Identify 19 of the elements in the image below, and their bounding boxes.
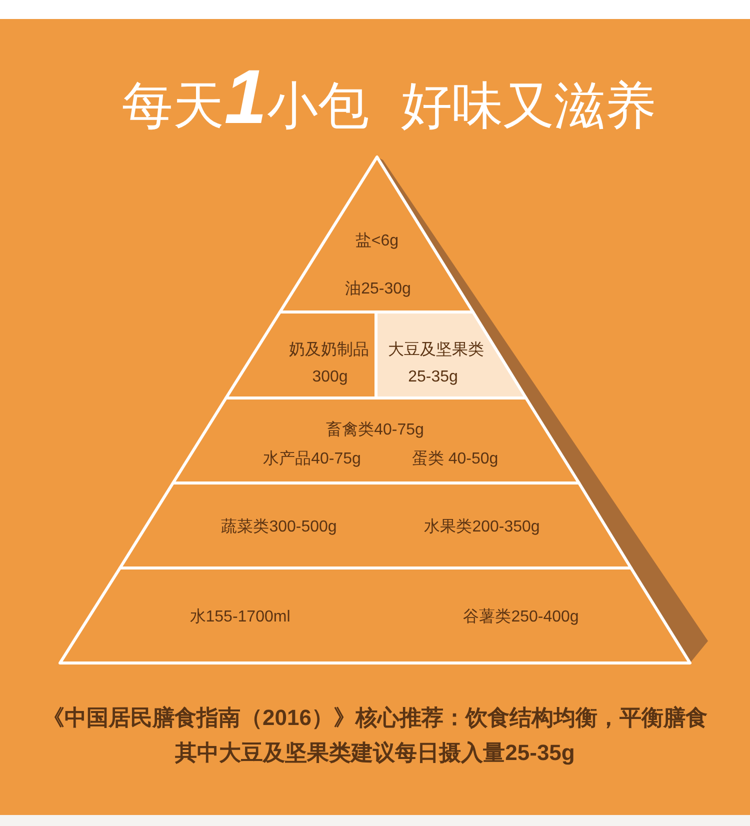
title: 每天1小包 好味又滋养: [121, 60, 657, 136]
pyramid-tier: [376, 312, 526, 398]
serving-label: 蛋类 40-50g: [412, 449, 498, 469]
serving-label: 谷薯类250-400g: [463, 607, 579, 627]
pyramid-tier: [120, 483, 631, 568]
serving-label: 畜禽类40-75g: [326, 420, 424, 440]
serving-amount: 25-35g: [408, 367, 458, 387]
serving-amount: 300g: [312, 367, 348, 387]
serving-label: 水果类200-350g: [424, 517, 540, 537]
serving-label: 蔬菜类300-500g: [221, 517, 337, 537]
serving-label: 盐<6g: [355, 231, 399, 251]
caption: 《中国居民膳食指南（2016）》核心推荐：饮食结构均衡，平衡膳食其中大豆及坚果类建议每日摄入量25-35g: [42, 704, 708, 767]
food-group-label: 大豆及坚果类: [388, 340, 484, 360]
pyramid-tier: [60, 568, 690, 663]
serving-label: 油25-30g: [345, 279, 411, 299]
food-group-label: 奶及奶制品: [289, 340, 369, 360]
pyramid-tier: [173, 398, 579, 483]
serving-label: 水产品40-75g: [263, 449, 361, 469]
serving-label: 水155-1700ml: [190, 607, 290, 627]
